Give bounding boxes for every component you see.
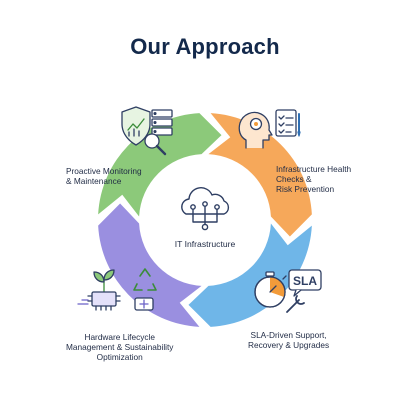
label-line: SLA-Driven Support,	[250, 330, 327, 340]
label-line: Proactive Monitoring	[66, 166, 142, 176]
label-line: Recovery & Upgrades	[248, 340, 330, 350]
chip-plant-recycle-icon	[77, 268, 157, 311]
label-line: Checks &	[276, 174, 312, 184]
segment-label-proactive-monitoring: Proactive Monitoring & Maintenance	[66, 166, 142, 186]
label-line: Infrastructure Health	[276, 164, 352, 174]
label-line: Management & Sustainability	[66, 342, 174, 352]
stopwatch-sla-wrench-icon	[254, 269, 322, 313]
ring-segment-monitoring	[98, 113, 222, 217]
label-line: & Maintenance	[66, 176, 122, 186]
center-label: IT Infrastructure	[174, 239, 236, 249]
page-title: Our Approach	[130, 34, 280, 59]
label-line: Risk Prevention	[276, 184, 335, 194]
sla-badge-text: SLA	[293, 274, 317, 288]
ring-segment-health	[208, 113, 312, 237]
label-line: Optimization	[96, 352, 143, 362]
label-line: Hardware Lifecycle	[84, 332, 156, 342]
cloud-network-icon	[181, 187, 230, 231]
gear-head-checklist-icon	[238, 109, 301, 149]
ring-segment-sla	[188, 223, 312, 327]
shield-chart-server-icon	[121, 106, 173, 156]
ring-segment-lifecycle	[98, 203, 202, 327]
segment-label-sla-support: SLA-Driven Support, Recovery & Upgrades	[248, 330, 329, 350]
segment-label-hardware-lifecycle: Hardware Lifecycle Management & Sustaina…	[66, 332, 173, 362]
segment-label-health-checks: Infrastructure Health Checks & Risk Prev…	[276, 164, 351, 194]
cycle-ring	[98, 113, 312, 327]
